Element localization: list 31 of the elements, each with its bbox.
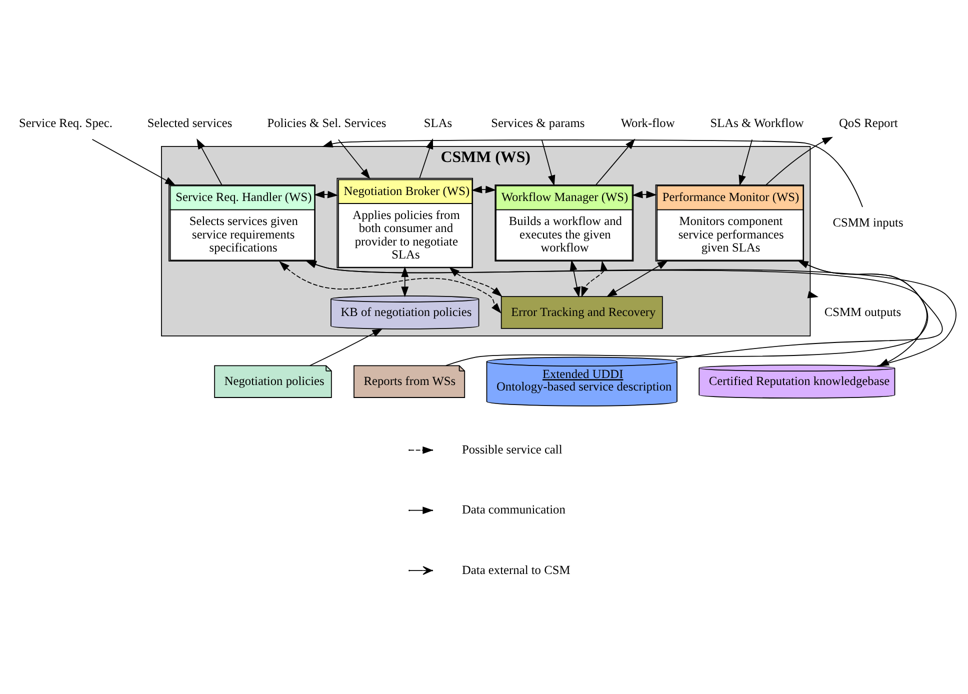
legend-label: Possible service call [462,442,562,456]
arrow [766,136,834,186]
arrow [309,328,383,366]
node-text: CSMM outputs [824,304,902,319]
legend-label: Data external to CSM [462,562,570,577]
arrow [338,139,370,180]
node-text: Work-flow [620,116,675,130]
node-text: Policies & Sel. Services [267,116,386,130]
arrow [596,138,636,186]
arrow [632,190,657,198]
arrow [314,190,338,198]
node-text: Services & params [491,116,585,130]
arrow [738,139,753,186]
node-text: QoS Report [838,116,898,130]
arrow [196,138,222,186]
node-text: Selected services [147,116,232,130]
arrow [419,138,434,179]
arrow [541,139,556,186]
arrow [570,260,581,298]
arrow [606,260,668,298]
node-text: SLAs & Workflow [710,116,804,130]
node-text: Service Req. Spec. [18,116,112,130]
arrow [92,138,176,186]
arrow [471,186,496,194]
node-box: Error Tracking and Recovery [500,296,663,329]
arrow [401,266,409,298]
node-text: CSMM inputs [832,215,904,230]
node-text: SLAs [424,116,452,130]
arrow [279,261,502,314]
legend-label: Data communication [462,502,566,517]
arrow [322,140,863,208]
